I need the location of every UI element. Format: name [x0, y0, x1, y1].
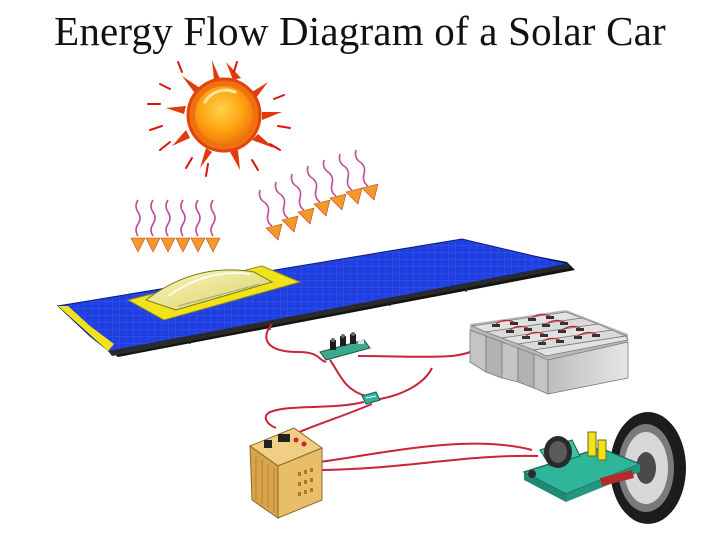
motor-wheel-icon [522, 412, 686, 524]
slide-title: Energy Flow Diagram of a Solar Car [54, 8, 666, 54]
solar-panel-icon [56, 238, 575, 357]
controller-box-icon [248, 427, 324, 519]
sun-icon [147, 60, 291, 177]
cockpit-canopy-icon [126, 265, 302, 321]
connector-icon [361, 391, 381, 405]
sun-rays-right [258, 149, 379, 241]
sun-rays-left [130, 199, 221, 253]
circuit-board-icon [319, 332, 371, 361]
battery-icon [469, 310, 629, 395]
